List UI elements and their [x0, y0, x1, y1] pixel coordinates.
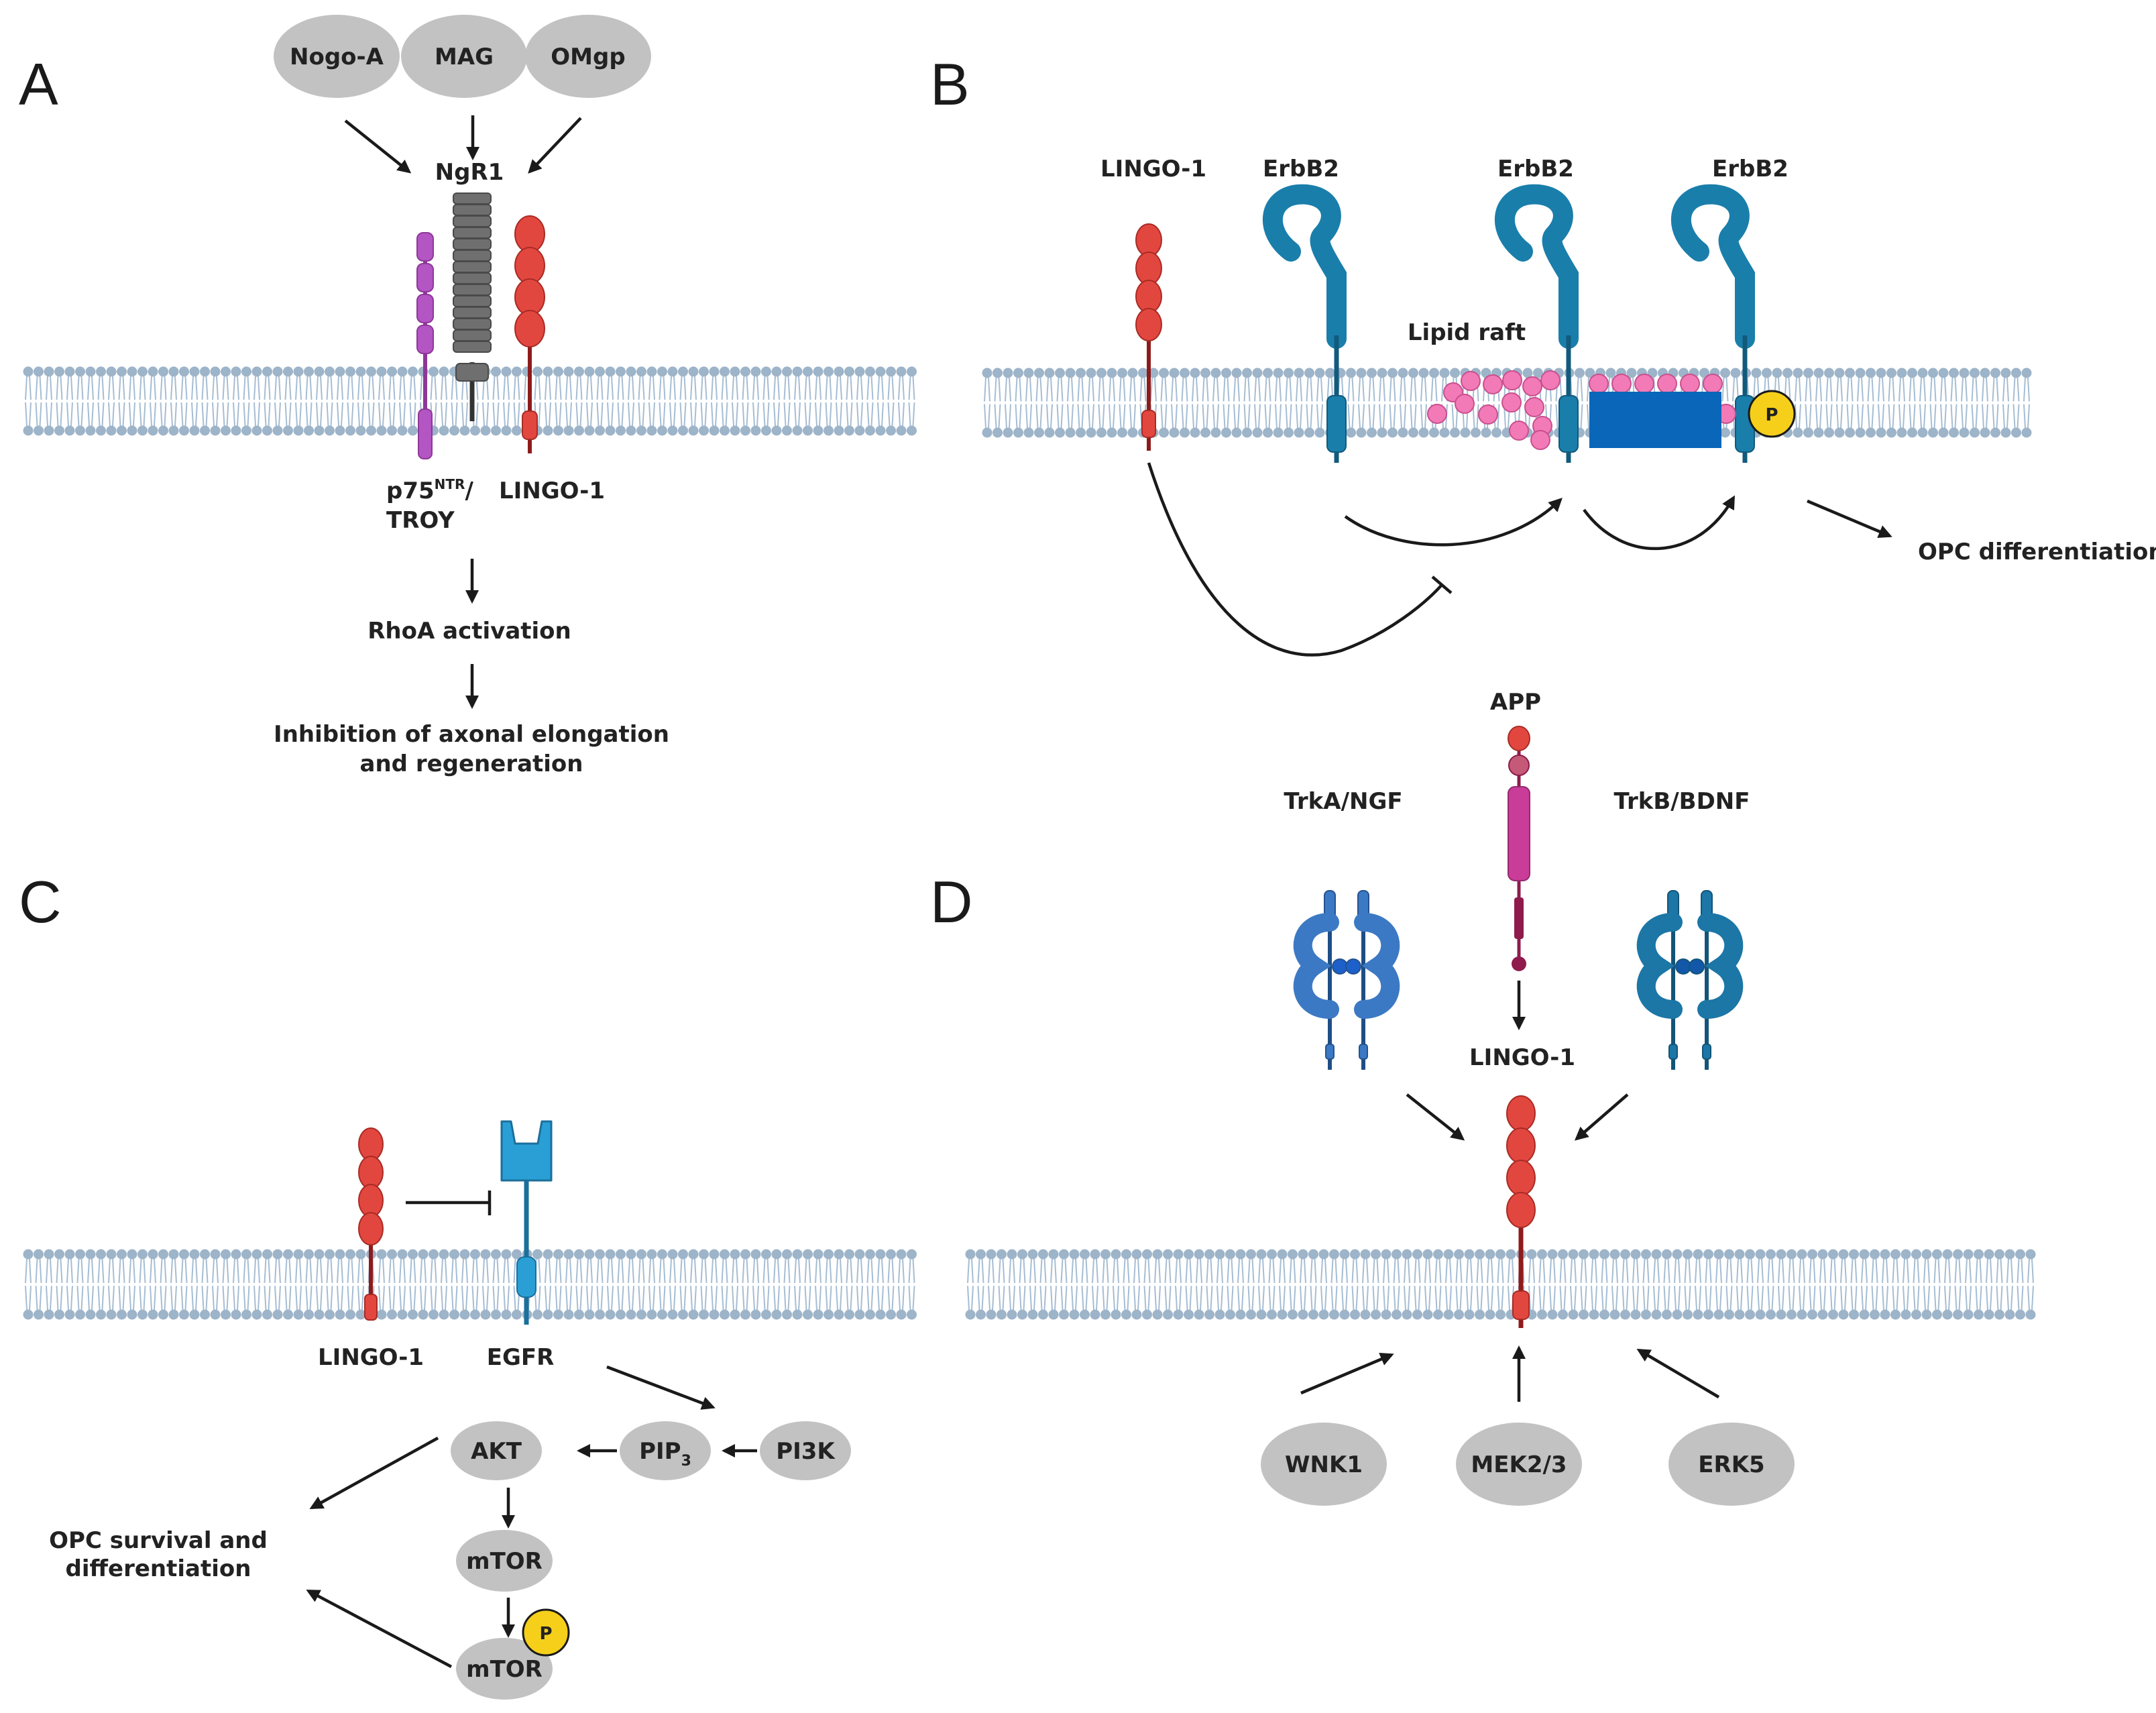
mek-ellipse — [1456, 1423, 1582, 1506]
opc-differentiation-label: OPC differentiation — [1918, 539, 2156, 565]
akt-ellipse — [451, 1421, 542, 1480]
egfr-label: EGFR — [487, 1344, 555, 1371]
lingo1-receptor-d — [1506, 1095, 1536, 1328]
ngr1-label: NgR1 — [435, 159, 504, 186]
erbb2-receptor-2 — [1494, 184, 1579, 463]
lingo1-label-b: LINGO-1 — [1100, 156, 1206, 182]
panel-d-label: D — [930, 869, 973, 935]
trkb-receptor — [1636, 890, 1744, 1070]
membrane-c — [23, 1249, 917, 1320]
mtor-label-2: mTOR — [466, 1656, 543, 1683]
inhibition-bar-b — [1431, 575, 1453, 594]
lingo1-inhibition-curve — [1147, 462, 1443, 657]
lingo1-receptor-c — [358, 1127, 384, 1321]
nogo-a-label: Nogo-A — [290, 44, 384, 70]
lingo1-receptor-b — [1135, 223, 1162, 451]
erbb2-to-raft-arrow — [1344, 498, 1563, 547]
app-label: APP — [1490, 689, 1541, 716]
lingo1-label-d: LINGO-1 — [1469, 1044, 1575, 1071]
membrane-a — [23, 366, 917, 436]
p75-troy-receptor — [416, 232, 434, 459]
trkb-to-lingo1-arrow — [1574, 1093, 1629, 1141]
p75-label: p75NTR/ — [386, 476, 473, 504]
phospho-label-c: P — [539, 1624, 552, 1644]
inhibition-label-line2: and regeneration — [360, 751, 583, 777]
phospho-badge-c — [522, 1608, 570, 1657]
membrane-d — [965, 1249, 2036, 1320]
omgp-label: OMgp — [551, 44, 625, 70]
trka-to-lingo1-arrow — [1406, 1093, 1465, 1141]
egfr-to-pi3k-arrow — [606, 1365, 716, 1410]
mag-label: MAG — [435, 44, 494, 70]
mtor-ellipse-1 — [456, 1530, 553, 1592]
opc-survival-label-line2: differentiation — [66, 1555, 251, 1582]
erbb2-label-1: ErbB2 — [1263, 156, 1339, 182]
trka-receptor — [1293, 890, 1400, 1070]
ngr1-receptor — [453, 192, 492, 421]
lipid-raft-dots — [1427, 370, 1736, 450]
mek-label: MEK2/3 — [1471, 1451, 1567, 1478]
lingo1-receptor-a — [514, 215, 545, 453]
trkb-label: TrkB/BDNF — [1614, 788, 1750, 815]
pi3k-label: PI3K — [776, 1438, 836, 1465]
erbb2-label-3: ErbB2 — [1712, 156, 1789, 182]
lingo1-label-a: LINGO-1 — [499, 478, 605, 504]
omgp-to-ngr1-arrow — [528, 117, 582, 174]
mag-ellipse — [401, 15, 527, 98]
to-opc-diff-arrow — [1807, 499, 1892, 539]
panel-c-label: C — [19, 869, 62, 935]
omgp-ellipse — [525, 15, 651, 98]
phospho-badge-b — [1748, 390, 1796, 438]
nogo-to-ngr1-arrow — [344, 119, 412, 174]
app-protein — [1508, 726, 1530, 971]
erk5-to-lingo1-arrow — [1636, 1348, 1720, 1398]
wnk1-to-lingo1-arrow — [1300, 1352, 1394, 1395]
akt-label: AKT — [471, 1438, 522, 1465]
inhibition-label-line1: Inhibition of axonal elongation — [274, 721, 669, 748]
wnk1-label: WNK1 — [1285, 1451, 1363, 1478]
lipid-raft-label: Lipid raft — [1408, 319, 1526, 346]
troy-label: TROY — [386, 507, 455, 534]
raft-to-phospho-arrow — [1583, 495, 1735, 550]
phospho-label-b: P — [1765, 405, 1778, 425]
panel-a-label: A — [19, 51, 58, 117]
nogo-a-ellipse — [274, 15, 400, 98]
erk5-label: ERK5 — [1698, 1451, 1764, 1478]
pi3k-ellipse — [760, 1421, 851, 1480]
wnk1-ellipse — [1261, 1423, 1387, 1506]
mtor-label-1: mTOR — [466, 1548, 543, 1575]
pmtor-to-opc-arrow — [306, 1590, 453, 1668]
erbb2-receptor-1 — [1262, 184, 1347, 463]
trka-label: TrkA/NGF — [1284, 788, 1402, 815]
erbb2-dimer-box — [1589, 392, 1721, 448]
erk5-ellipse — [1668, 1423, 1795, 1506]
akt-to-opc-arrow — [309, 1437, 439, 1509]
lingo1-label-c: LINGO-1 — [318, 1344, 424, 1371]
erbb2-label-2: ErbB2 — [1497, 156, 1574, 182]
panel-b-label: B — [930, 51, 970, 117]
pip3-label: PIP3 — [639, 1438, 691, 1470]
rhoa-label: RhoA activation — [367, 618, 571, 645]
mtor-ellipse-2 — [456, 1638, 553, 1700]
pip3-ellipse — [620, 1421, 711, 1480]
opc-survival-label-line1: OPC survival and — [49, 1527, 268, 1554]
egfr-receptor — [500, 1120, 553, 1325]
